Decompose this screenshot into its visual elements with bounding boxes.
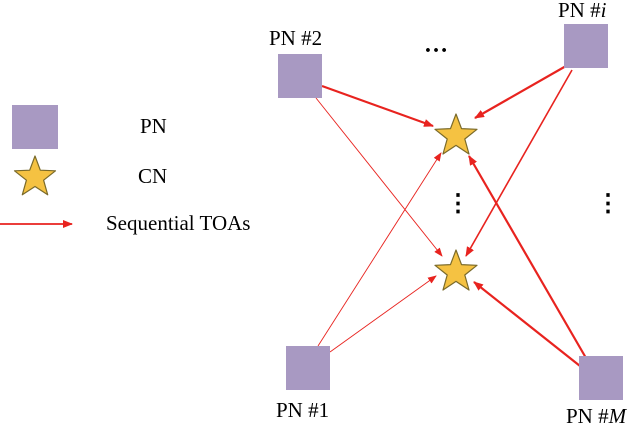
ellipsis-top: … — [424, 32, 448, 58]
cn-upper-star-icon — [434, 113, 478, 155]
pnm-label: PN #M — [566, 404, 628, 428]
pn-node-i: PN #i — [558, 0, 608, 68]
pn-node-m: PN #M — [566, 356, 628, 428]
legend-toa-label: Sequential TOAs — [106, 211, 250, 235]
arrow-pni-to-cn-upper — [474, 65, 567, 119]
legend-pn-label: PN — [140, 114, 167, 138]
pni-square — [564, 24, 608, 68]
legend: PN CN Sequential TOAs — [0, 105, 250, 235]
pn2-label: PN #2 — [269, 26, 322, 50]
legend-cn-label: CN — [138, 164, 167, 188]
pnm-square — [579, 356, 623, 400]
arrow-pnm-to-cn-lower — [473, 281, 581, 367]
legend-star-icon — [13, 155, 57, 196]
pn1-square — [286, 346, 330, 390]
legend-pn-swatch — [12, 105, 58, 149]
pn2-square — [278, 54, 322, 98]
arrow-pn1-to-cn-upper — [317, 152, 442, 347]
arrow-pnm-to-cn-upper — [468, 155, 587, 359]
cn-lower-star-icon — [434, 249, 478, 291]
ellipsis-vertical-center: ⋮ — [446, 191, 470, 217]
arrow-pn1-to-cn-lower — [329, 275, 437, 353]
arrow-pni-to-cn-lower — [465, 69, 573, 257]
pn-node-1: PN #1 — [276, 346, 330, 422]
pn-node-2: PN #2 — [269, 26, 322, 98]
toa-arrows — [315, 65, 587, 367]
ellipsis-vertical-right: ⋮ — [596, 191, 620, 217]
pni-label: PN #i — [558, 0, 607, 22]
arrow-pn2-to-cn-lower — [315, 97, 443, 257]
arrow-pn2-to-cn-upper — [321, 84, 434, 128]
pn1-label: PN #1 — [276, 398, 329, 422]
